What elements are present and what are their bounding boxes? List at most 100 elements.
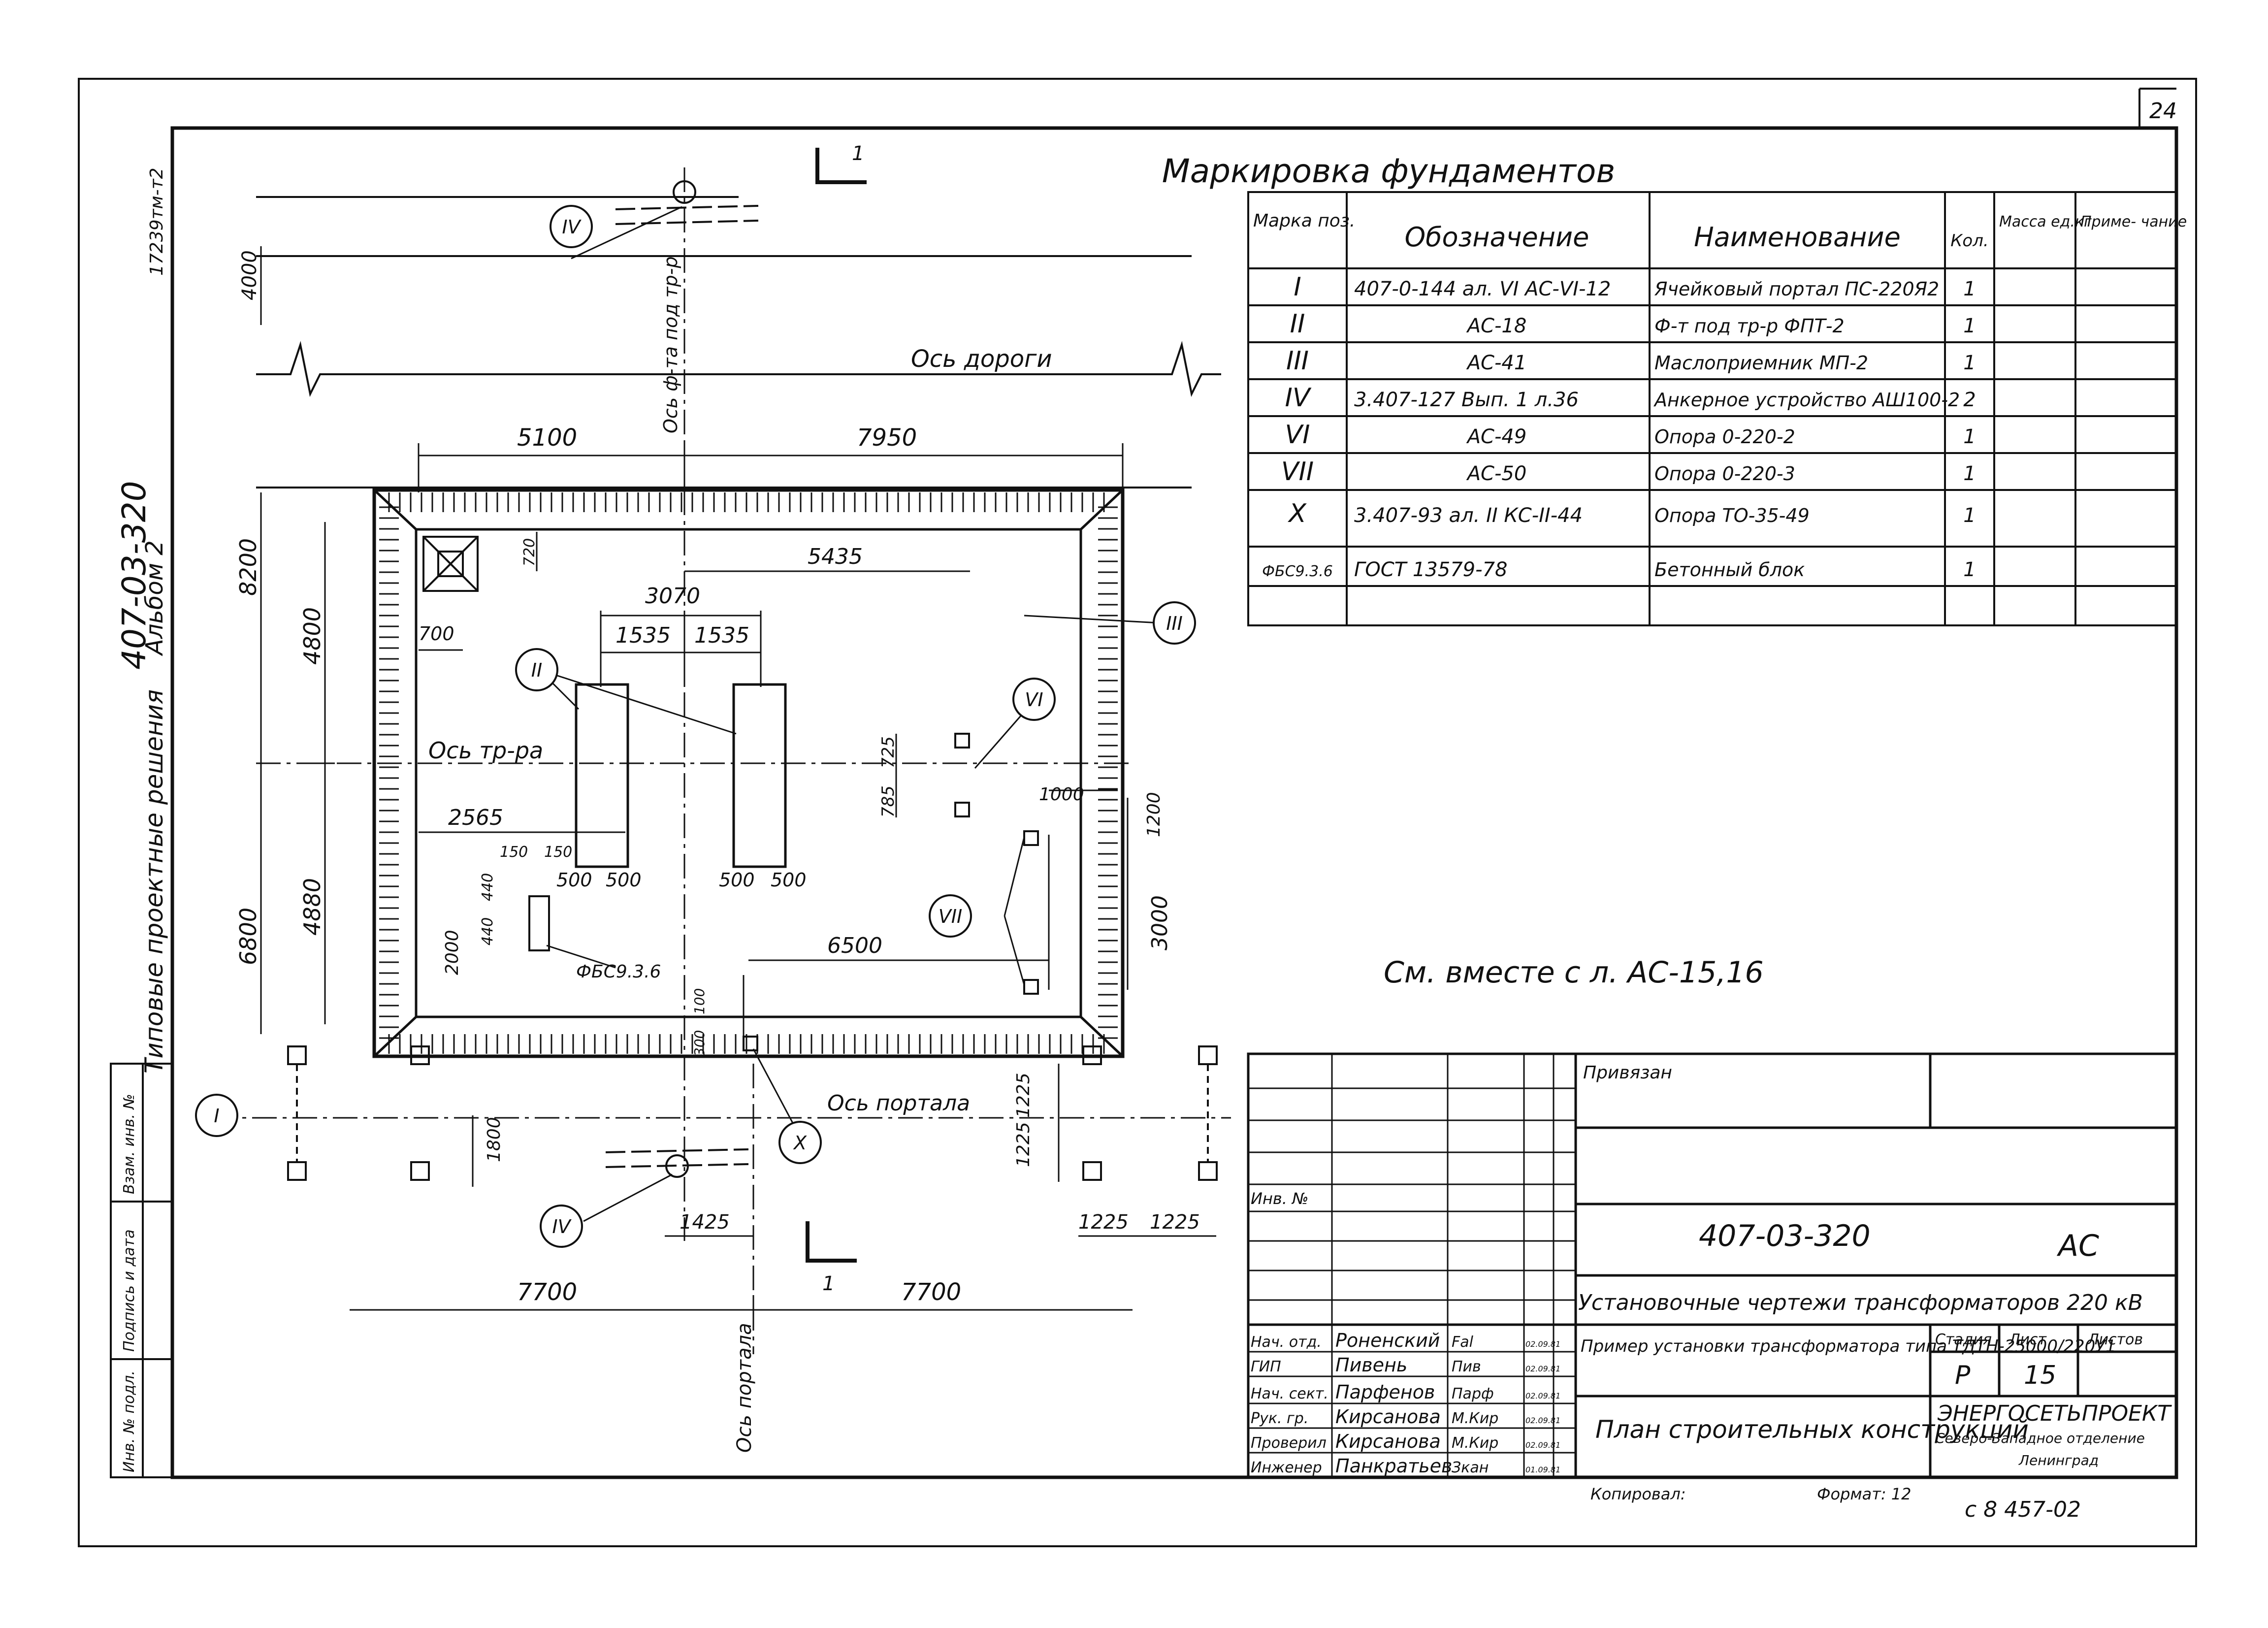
signature-role: Нач. отд. [1251,1334,1322,1351]
copied-label: Копировал: [1590,1485,1686,1503]
dim-1535b: 1535 [694,623,749,648]
marker-label: IV [552,1216,572,1237]
table-cell-r7-c2: Бетонный блок [1654,559,1805,581]
pit-wall-hatching [379,492,1118,1054]
table-cell-r5-c3: 1 [1963,462,1976,485]
marker-label: I [214,1105,219,1127]
dim-1225d: 1225 [1150,1211,1200,1234]
bound-label: Привязан [1583,1063,1672,1083]
marker-4: VII [929,894,972,938]
table-cell-r6-c0: X [1287,499,1307,528]
dim-1800: 1800 [484,1117,504,1162]
plan-axes [212,167,1231,1354]
sheet-number: 24 [2149,98,2177,124]
marker-0: IV [550,205,593,248]
foundation-table: Маркировка фундаментов Марка поз. Обозна… [1162,152,2187,626]
series-title: Установочные чертежи трансформаторов 220… [1578,1290,2143,1315]
table-cell-r6-c1: 3.407-93 ал. II КС-II-44 [1354,504,1583,527]
marker-label: III [1166,613,1183,634]
section-mark-bottom: 1 [822,1272,835,1295]
dim-1200: 1200 [1144,792,1164,837]
portal-axis-label: Ось портала [827,1091,970,1116]
title-block: Привязан Инв. № 407-03-320 АС Установочн… [1247,1052,2178,1522]
signature-role: Нач. сект. [1251,1385,1328,1402]
footer-code: с 8 457-02 [1965,1497,2081,1522]
signature-role: Инженер [1251,1459,1322,1476]
oil-receiver-pit [372,488,1125,1058]
sheet-title: План строительных конструкций [1595,1415,2029,1444]
foundation-table-title: Маркировка фундаментов [1162,152,1616,190]
stamp-inv-podl: Инв. № подл. [121,1370,138,1472]
signature-role: ГИП [1251,1358,1281,1375]
signature-date: 02.09.81 [1525,1440,1560,1450]
signature-name: Кирсанова [1335,1406,1441,1428]
marker-6: X [778,1121,822,1164]
dim-1425: 1425 [680,1211,730,1234]
signature-name: Пивень [1335,1354,1407,1376]
marker-label: VII [939,906,962,927]
table-cell-r2-c2: Маслоприемник МП-2 [1654,352,1868,374]
signature-name: Парфенов [1335,1381,1435,1403]
marker-label: X [793,1132,807,1154]
concrete-block [528,895,550,951]
dim-left-4000: 4000 [238,250,261,300]
th-designation: Обозначение [1405,222,1589,253]
marker-2: II [515,648,558,691]
signature-date: 01.09.81 [1525,1465,1560,1474]
table-cell-r0-c1: 407-0-144 ал. VI АС-VI-12 [1354,278,1611,300]
dim-left-4880: 4880 [299,878,325,936]
sump-box [422,536,479,592]
dim-500a: 500 [556,869,592,891]
transformer-foundation [575,683,787,868]
table-cell-r3-c2: Анкерное устройство АШ100-2 [1653,389,1960,411]
dim-725: 725 [878,736,898,768]
dim-100: 100 [691,988,708,1014]
dimension-texts: 5100 7950 5435 3070 1535 1535 700 720 25… [235,250,1200,1306]
table-cell-r0-c0: I [1294,272,1301,302]
dim-300: 300 [691,1030,708,1056]
road-axis [256,196,1221,488]
table-cell-r2-c3: 1 [1963,352,1976,374]
dim-700: 700 [419,623,454,645]
table-cell-r3-c1: 3.407-127 Вып. 1 л.36 [1354,389,1579,411]
marker-label: IV [562,216,582,238]
signature-role: Проверил [1251,1434,1327,1452]
table-cell-r4-c1: АС-49 [1466,425,1527,448]
table-cell-r5-c2: Опора 0-220-3 [1654,463,1795,485]
table-cell-r5-c1: АС-50 [1466,462,1527,485]
table-cell-r0-c3: 1 [1963,278,1976,300]
marker-5: I [195,1094,238,1137]
stage-header: Стадия [1935,1331,1992,1348]
dim-3070: 3070 [645,584,700,609]
table-cell-r1-c1: АС-18 [1466,315,1527,337]
sheet-value: 15 [2024,1361,2056,1390]
album-title: Типовые проектные решения [140,689,168,1074]
table-cell-r2-c1: АС-41 [1466,352,1527,374]
stamp-signature-date: Подпись и дата [121,1230,138,1352]
table-cell-r7-c1: ГОСТ 13579-78 [1354,558,1507,581]
dim-440a: 440 [479,873,496,901]
dim-bottom-left: 7700 [517,1278,577,1306]
table-cell-r7-c0: ФБС9.3.6 [1262,563,1333,580]
block-label: ФБС9.3.6 [576,962,661,982]
dim-500d: 500 [771,869,807,891]
table-cell-r3-c0: IV [1285,383,1312,413]
organization: ЭНЕРГОСЕТЬПРОЕКТ [1937,1401,2172,1426]
table-cell-r4-c3: 1 [1963,425,1976,448]
dim-2565: 2565 [448,805,503,830]
marker-3: VI [1012,678,1056,721]
signature-date: 02.09.81 [1525,1416,1560,1425]
foundation-vertical-axis-label: Ось ф-та под тр-р [660,256,681,433]
th-mass: Масса ед.кг [1999,213,2092,230]
table-cell-r4-c2: Опора 0-220-2 [1654,426,1795,448]
th-qty: Кол. [1950,231,1988,251]
dim-1225c: 1225 [1078,1211,1129,1234]
sheet-border [78,78,2197,1547]
plan-drawing: Ось дороги [195,142,1231,1453]
dim-500b: 500 [606,869,642,891]
sheet-header: Лист [2009,1331,2047,1348]
th-name: Наименование [1694,222,1901,253]
th-note: Приме- чание [2080,213,2187,230]
table-cell-r2-c0: III [1286,346,1309,376]
